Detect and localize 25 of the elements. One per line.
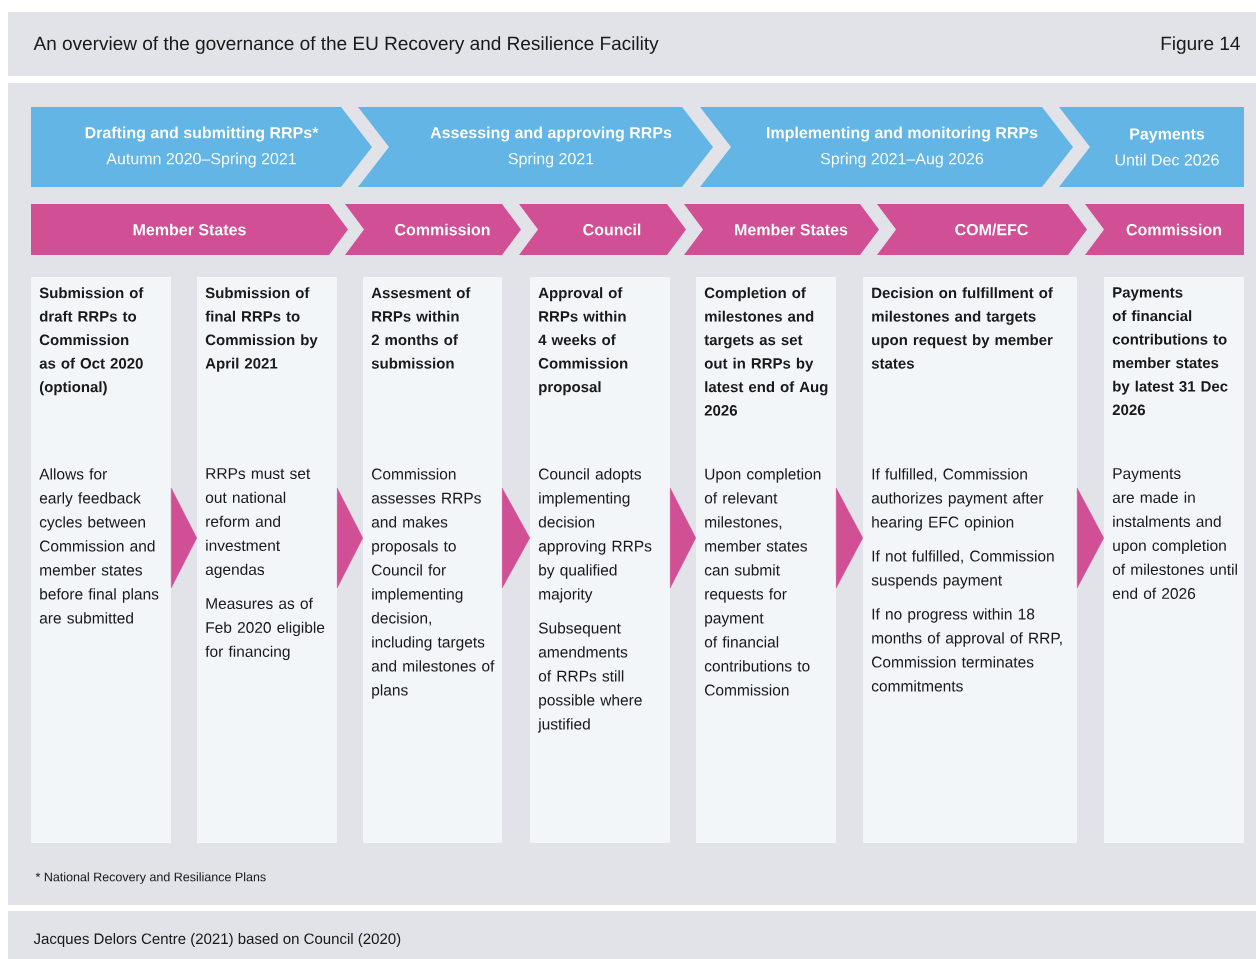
arrow xyxy=(670,487,696,589)
arrow xyxy=(171,487,197,589)
figure-number: Figure 14 xyxy=(1161,36,1240,54)
actor-band: Council xyxy=(519,204,686,255)
step-column: Submission of final RRPs to Commission by April 2021 RRPs must set out national reform and investment agendas Measures as of Feb 2020 eligible for financing xyxy=(197,277,337,843)
step-column: Submission of draft RRPs to Commission as of Oct 2020 (optional) Allows for early feedback cycles between Commission and member states before final plans are submitted xyxy=(31,277,171,843)
arrow xyxy=(502,487,530,589)
step-column: Approval of RRPs within 4 weeks of Commission proposal Council adopts implementing decision approving RRPs by qualified majority Subsequent amendments of RRPs still possible where justified xyxy=(530,277,670,843)
step-column: Assesment of RRPs within 2 months of submission Commission assesses RRPs and makes proposals to Council for implementing decision, including targets and milestones of plans xyxy=(363,277,502,843)
figure-title: An overview of the governance of the EU Recovery and Resilience Facility xyxy=(33,36,659,54)
source-note: Jacques Delors Centre (2021) based on Council (2020) xyxy=(33,933,401,947)
actor-band: Commission xyxy=(1085,204,1244,255)
footnote: * National Recovery and Resiliance Plans xyxy=(35,872,266,884)
arrow xyxy=(1077,487,1104,589)
actor-band: Member States xyxy=(31,204,348,255)
arrow xyxy=(337,487,363,589)
phase-band: Drafting and submitting RRPs* Autumn 2020–Spring 2021 xyxy=(31,107,372,187)
step-column: Decision on fulfillment of milestones and targets upon request by member states If fulfilled, Commission authorizes payment after hearing EFC opinion If not fulfilled, Commission suspends payment If no progress within 18 months of approval of RRP, Commission terminates commitments xyxy=(863,277,1077,843)
step-column: Payments of financial contributions to member states by latest 31 Dec 2026 Payments are made in instalments and upon completion of milestones until end of 2026 xyxy=(1104,277,1244,843)
actor-band: Commission xyxy=(345,204,521,255)
phase-band: Payments Until Dec 2026 xyxy=(1059,107,1244,187)
step-column: Completion of milestones and targets as set out in RRPs by latest end of Aug 2026 Upon completion of relevant milestones, member states can submit requests for payment of financial contributions to Commission xyxy=(696,277,836,843)
phase-band: Assessing and approving RRPs Spring 2021 xyxy=(358,107,713,187)
actor-band: COM/EFC xyxy=(877,204,1087,255)
arrow xyxy=(836,487,863,589)
